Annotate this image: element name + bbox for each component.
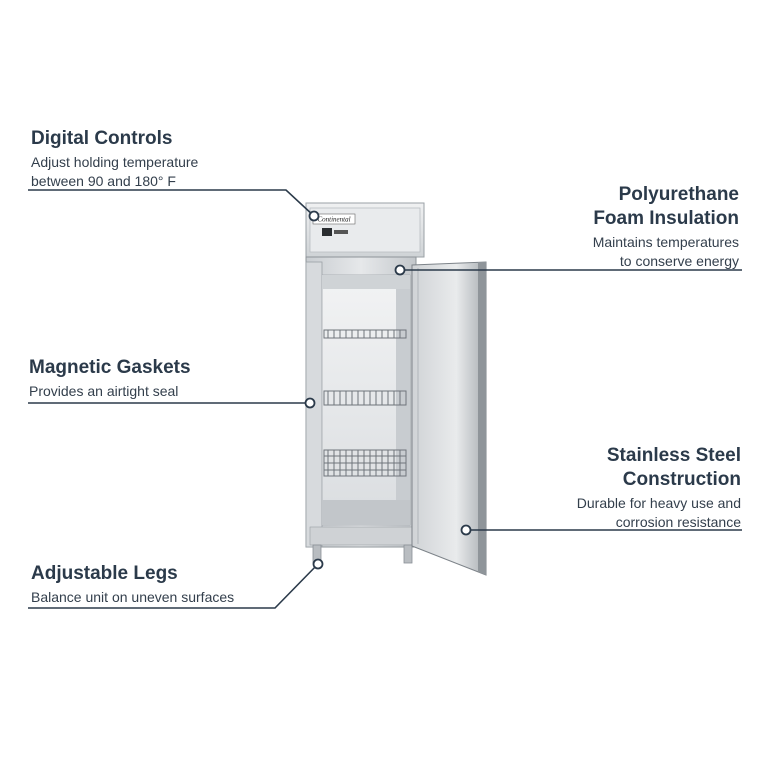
callout-description: Adjust holding temperature (31, 154, 199, 170)
callout-description: corrosion resistance (615, 514, 741, 530)
callout-title: Magnetic Gaskets (29, 357, 191, 378)
callout-title: Polyurethane (618, 184, 739, 205)
callout-description: Provides an airtight seal (29, 383, 179, 399)
callout-title: Construction (622, 469, 741, 490)
marker-dot-stainless (460, 524, 472, 536)
callout-title: Foam Insulation (593, 208, 739, 229)
callout-description: to conserve energy (619, 253, 739, 269)
callout-title: Digital Controls (31, 128, 173, 149)
callout-description: Durable for heavy use and (576, 495, 741, 511)
callout-insulation: Polyurethane Foam Insulation Maintains t… (479, 183, 739, 271)
callout-description: Balance unit on uneven surfaces (31, 589, 235, 605)
callout-description: between 90 and 180° F (31, 173, 176, 189)
open-door (411, 261, 487, 576)
marker-dot-gaskets (304, 397, 316, 409)
marker-dot-digital-controls (308, 210, 320, 222)
cabinet-body (305, 256, 417, 548)
callout-adjustable-legs: Adjustable Legs Balance unit on uneven s… (31, 562, 291, 607)
callout-description: Maintains temperatures (592, 234, 739, 250)
callout-digital-controls: Digital Controls Adjust holding temperat… (31, 127, 291, 191)
callout-stainless-steel: Stainless Steel Construction Durable for… (481, 444, 741, 532)
control-housing (305, 202, 425, 258)
callout-title: Adjustable Legs (31, 563, 178, 584)
marker-dot-insulation (394, 264, 406, 276)
leader-line-digital-controls (28, 189, 315, 217)
callout-title: Stainless Steel (606, 445, 741, 466)
marker-dot-legs (312, 558, 324, 570)
wire-shelves (323, 329, 407, 477)
leader-line-legs (28, 563, 319, 609)
callout-magnetic-gaskets: Magnetic Gaskets Provides an airtight se… (29, 356, 289, 401)
brand-label: Continental (317, 216, 350, 224)
